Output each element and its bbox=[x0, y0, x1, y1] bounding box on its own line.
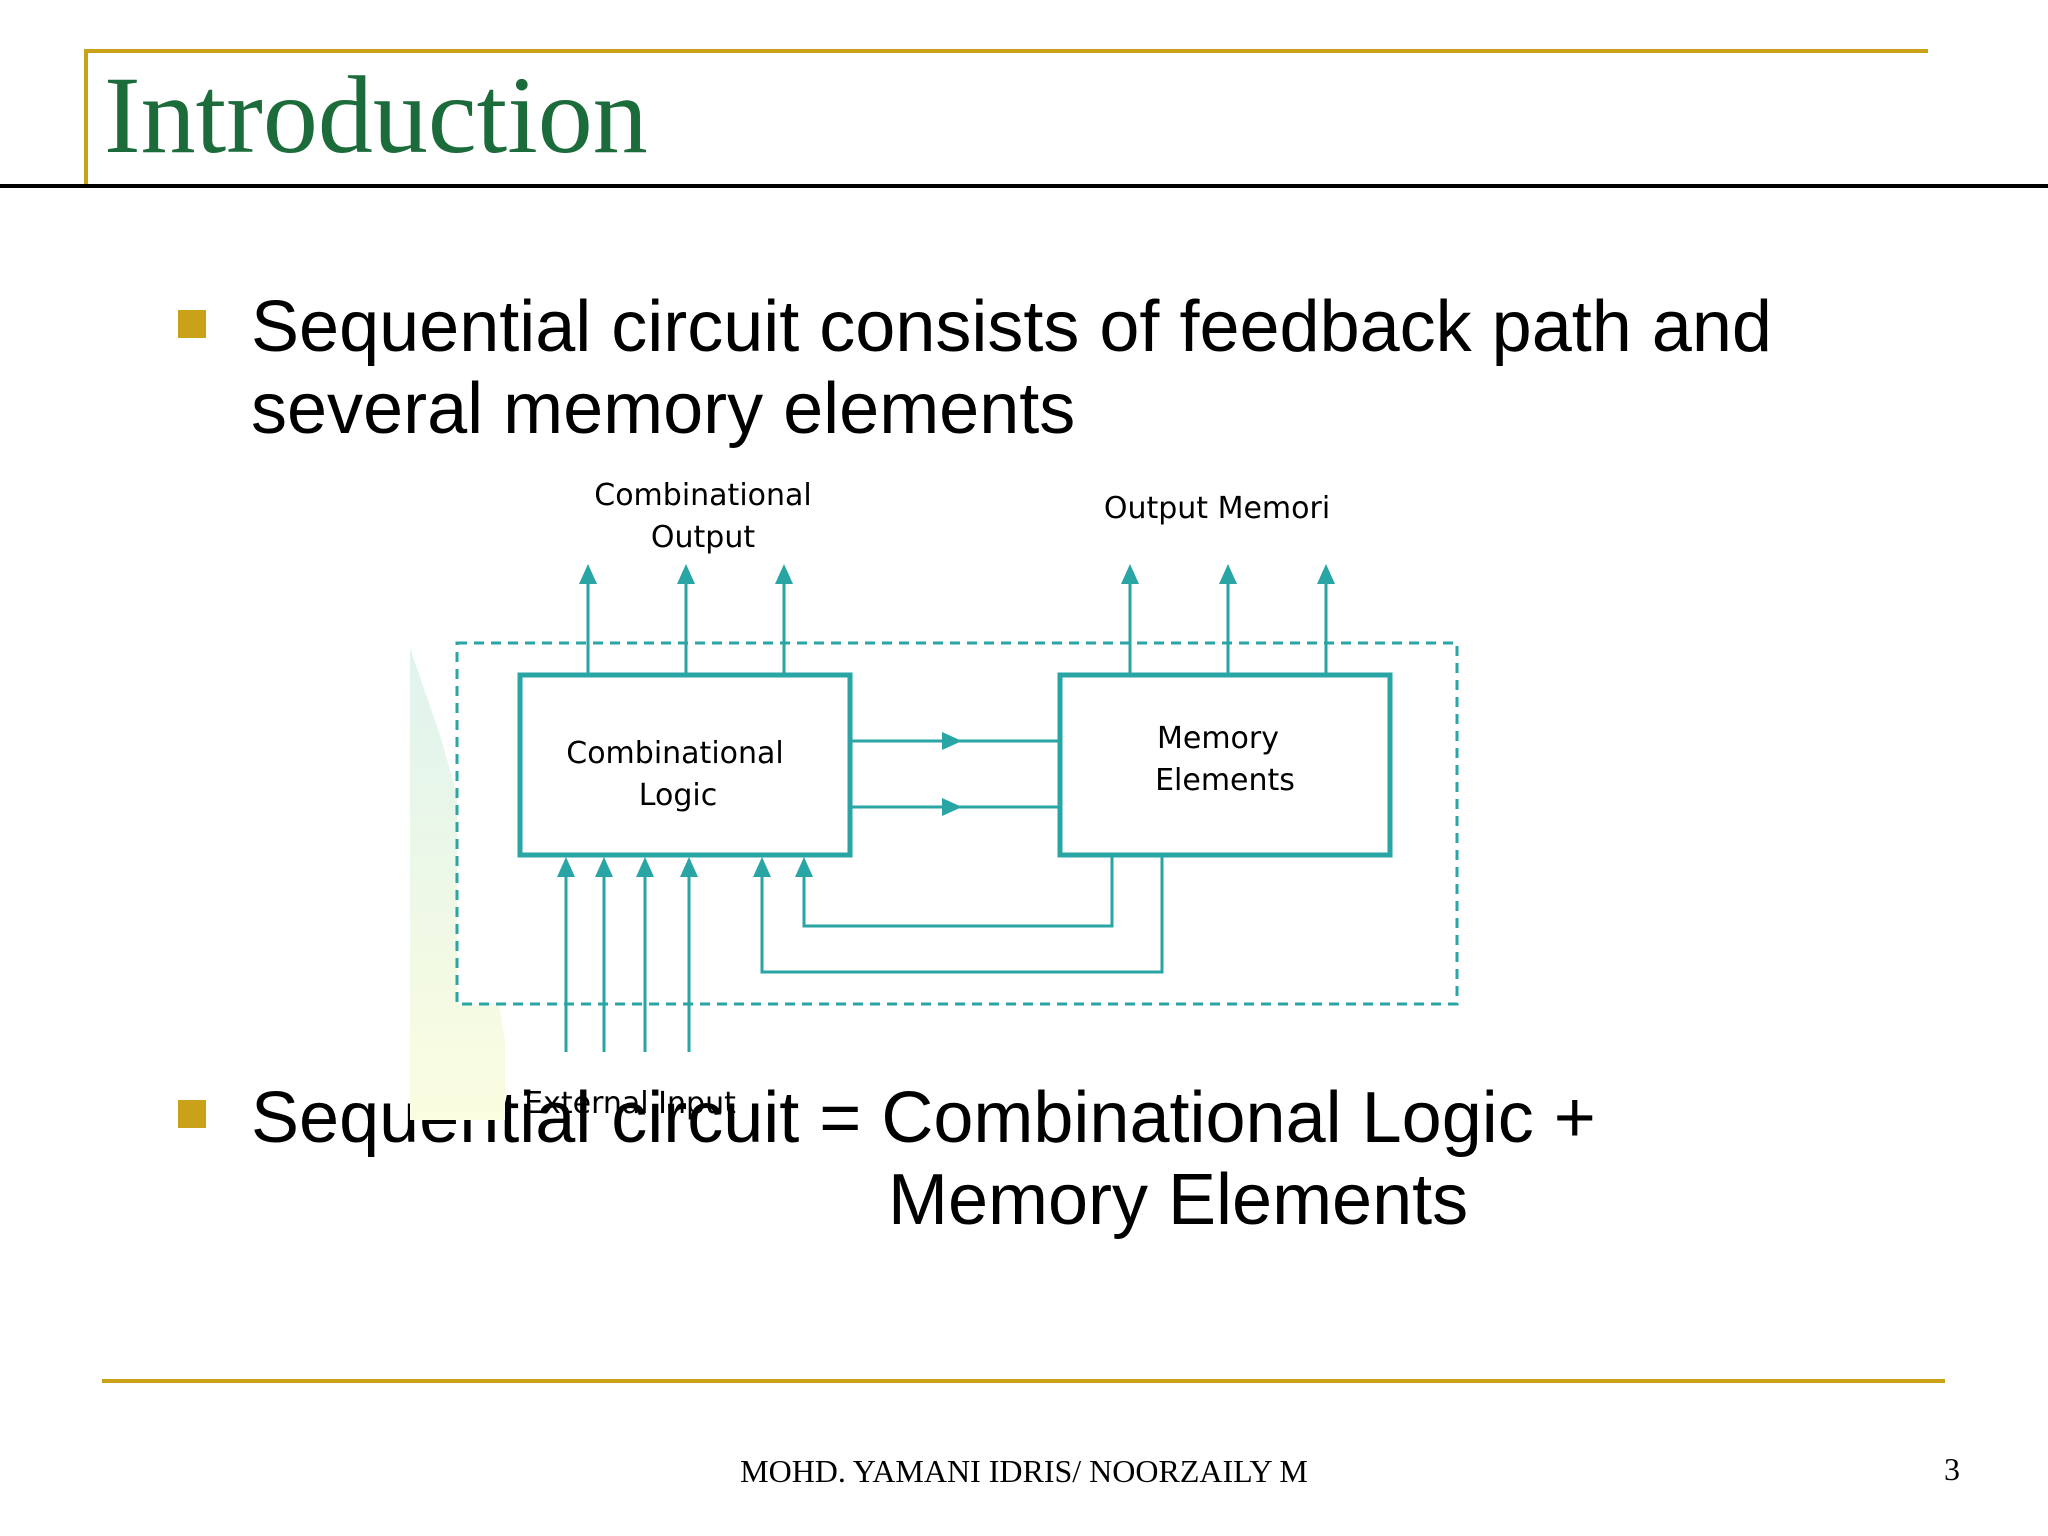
arrowhead bbox=[942, 798, 962, 816]
arrowhead bbox=[595, 857, 613, 877]
combinational-logic-block bbox=[517, 672, 853, 858]
feedback-path bbox=[802, 855, 1114, 928]
slide-title: Introduction bbox=[104, 54, 648, 176]
combinational-output-label: Output bbox=[651, 520, 755, 555]
arrowhead bbox=[942, 732, 962, 750]
memory-elements-label: Memory bbox=[1157, 721, 1279, 756]
arrowhead bbox=[1121, 564, 1139, 584]
arrowhead bbox=[775, 564, 793, 584]
page-number: 3 bbox=[1944, 1451, 1960, 1487]
arrowhead bbox=[680, 857, 698, 877]
bullet-marker bbox=[178, 1100, 206, 1128]
top-accent-line bbox=[85, 49, 1928, 53]
bullet-1-line-1: Sequential circuit consists of feedback … bbox=[251, 287, 1772, 367]
arrowhead bbox=[636, 857, 654, 877]
external-input-label: External Input bbox=[524, 1086, 736, 1121]
title-underline bbox=[0, 184, 2048, 188]
memory-elements-label: Elements bbox=[1155, 763, 1295, 798]
left-accent-line bbox=[84, 49, 88, 185]
feedback-path bbox=[760, 855, 1164, 974]
bullet-1-line-2: several memory elements bbox=[251, 369, 1076, 449]
combinational-output-label: Combinational bbox=[594, 478, 812, 513]
memory-elements-block bbox=[1057, 672, 1393, 858]
arrowhead bbox=[677, 564, 695, 584]
bullet-marker bbox=[178, 310, 206, 338]
combinational-logic-label: Combinational bbox=[566, 736, 784, 771]
footer-author: MOHD. YAMANI IDRIS/ NOORZAILY M bbox=[740, 1453, 1308, 1489]
arrowhead bbox=[579, 564, 597, 584]
output-memory-label: Output Memori bbox=[1104, 491, 1330, 526]
arrowhead bbox=[753, 857, 771, 877]
combinational-logic-label: Logic bbox=[639, 778, 717, 813]
arrowhead bbox=[557, 857, 575, 877]
arrowhead bbox=[1219, 564, 1237, 584]
arrowhead bbox=[1317, 564, 1335, 584]
bullet-2-line-2: Memory Elements bbox=[888, 1160, 1469, 1240]
footer-accent-line bbox=[102, 1379, 1945, 1383]
arrowhead bbox=[795, 857, 813, 877]
